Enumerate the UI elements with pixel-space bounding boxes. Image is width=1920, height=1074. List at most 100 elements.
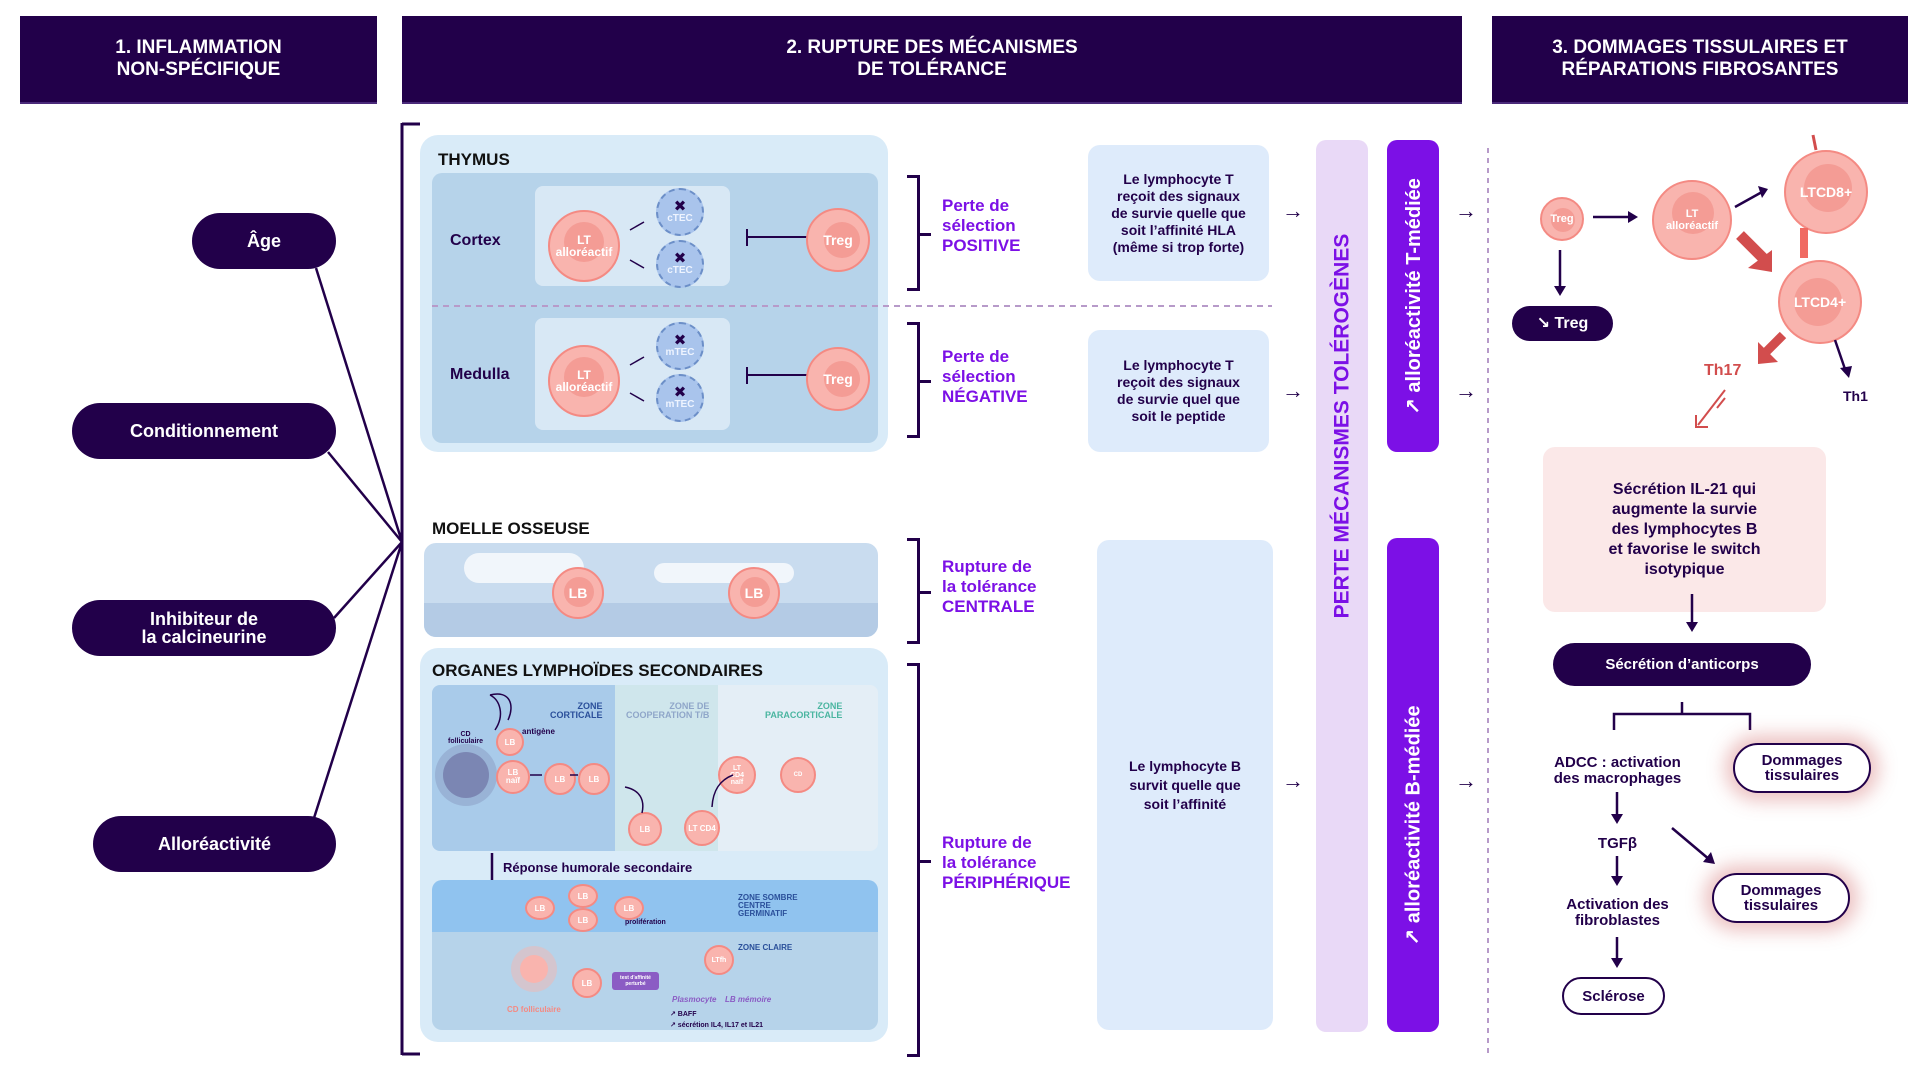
- dommages-t-arrows: [1554, 134, 1852, 409]
- lb-label: LB: [534, 903, 546, 913]
- lb-label: LB: [623, 903, 635, 913]
- desc-t-negative: Le lymphocyte T reçoit des signaux de su…: [1088, 330, 1269, 452]
- baff-label: ↗ BAFF: [670, 1011, 697, 1018]
- treg-medulla: Treg: [806, 347, 870, 411]
- moelle-panel: [424, 543, 878, 637]
- zone-sombre-area: [432, 880, 878, 932]
- cd-folliculaire-small-label: CD folliculaire: [448, 731, 484, 745]
- treg-label: Treg: [823, 232, 853, 248]
- header-inflammation-text: 1. INFLAMMATION NON-SPÉCIFIQUE: [115, 37, 282, 80]
- lb-memoire-label: LB mémoire: [725, 995, 772, 1004]
- treg-label: Treg: [1550, 213, 1574, 225]
- thick-red-arrow: [1736, 231, 1769, 264]
- lt-label: LT alloréactif: [1666, 208, 1718, 232]
- anticorps-split-connector: [1612, 702, 1752, 730]
- bracket-positive: [907, 175, 931, 291]
- lb-label: LB: [588, 774, 600, 784]
- mtec-label: mTEC: [665, 398, 695, 410]
- zone-cooperation-label: ZONE DE COOPERATION T/B: [626, 701, 710, 720]
- lb-prolif-2: LB: [568, 884, 598, 908]
- bar-b-mediee-text: ↗ alloréactivité B-médiée: [1402, 704, 1425, 946]
- line-conditionnement: [327, 451, 403, 543]
- label-perte-selection-positive: Perte de sélection POSITIVE: [942, 196, 1021, 255]
- receptor-icon: [1800, 228, 1808, 258]
- zone-claire-label: ZONE CLAIRE: [738, 943, 793, 952]
- arrow-down-right-icon: [629, 392, 645, 402]
- ltcd4-label: LTCD4+: [1793, 294, 1847, 310]
- lb-naif-label: LB naïf: [505, 768, 521, 785]
- treg-cortex: Treg: [806, 208, 870, 272]
- lt-label: LT alloréactif: [555, 233, 613, 259]
- lb-label: LB: [581, 978, 593, 988]
- lb-prolif-3: LB: [614, 896, 644, 920]
- line-age: [314, 267, 404, 543]
- label-rupture-centrale: Rupture de la tolérance CENTRALE: [942, 557, 1037, 616]
- header-rupture: 2. RUPTURE DES MÉCANISMES DE TOLÉRANCE: [402, 16, 1462, 104]
- lt-cd4-naif-label: LT CD4 naïf: [729, 764, 744, 786]
- lb-label: LB: [504, 737, 516, 747]
- line-alloreactivite: [312, 541, 404, 819]
- bar-b-mediee: ↗ alloréactivité B-médiée: [1387, 538, 1439, 1032]
- arrow-right-icon: →: [1455, 768, 1477, 793]
- moelle-title: MOELLE OSSEUSE: [432, 519, 590, 538]
- il21-box: Sécrétion IL-21 qui augmente la survie d…: [1543, 447, 1826, 612]
- arrow-right-icon: →: [1282, 198, 1304, 223]
- lt-alloreactif-cell: LT alloréactif: [1652, 180, 1732, 260]
- il21-to-anticorps-arrow: [1686, 594, 1698, 632]
- treg-label: Treg: [823, 371, 853, 387]
- header-dommages: 3. DOMMAGES TISSULAIRES ET RÉPARATIONS F…: [1492, 16, 1908, 104]
- tgf-beta-label: TGFβ: [1597, 835, 1638, 852]
- bar-t-mediee-text: ↗ alloréactivité T-médiée: [1402, 177, 1425, 415]
- zone-sombre-label: ZONE SOMBRE CENTRE GERMINATIF: [738, 893, 798, 918]
- adcc-label: ADCC : activation des macrophages: [1553, 754, 1682, 787]
- x-icon: ✖: [673, 331, 687, 349]
- activation-fibroblastes-label: Activation des fibroblastes: [1566, 896, 1669, 929]
- ltfh-label: LTfh: [711, 956, 727, 964]
- arrow-right-icon: →: [1282, 378, 1304, 403]
- lb-label: LB: [744, 585, 764, 601]
- arrow-up-right-icon: [629, 221, 645, 231]
- sclerose-pill: Sclérose: [1562, 977, 1665, 1015]
- factor-inhibiteur-calcineurine: Inhibiteur de la calcineurine: [72, 600, 336, 656]
- cd-cell: CD: [780, 757, 816, 793]
- header-dommages-text: 3. DOMMAGES TISSULAIRES ET RÉPARATIONS F…: [1552, 37, 1848, 80]
- lt-alloreactif-medulla: LT alloréactif: [548, 345, 620, 417]
- lb-cell-1: LB: [552, 567, 604, 619]
- cd-folliculaire-label: CD folliculaire: [507, 1005, 561, 1014]
- x-icon: ✖: [673, 249, 687, 267]
- thin-red-arrow: [1716, 397, 1726, 409]
- cortex-medulla-divider: [432, 305, 1272, 307]
- label-perte-selection-negative: Perte de sélection NÉGATIVE: [942, 347, 1028, 406]
- factor-alloreactivite: Alloréactivité: [93, 816, 336, 872]
- ltfh-cell: LTfh: [704, 945, 734, 975]
- proliferation-label: prolifération: [625, 919, 666, 926]
- lb-antigen-cell: LB: [496, 728, 524, 756]
- bar-perte-mecanismes: PERTE MÉCANISMES TOLÉROGÈNES: [1316, 140, 1368, 1032]
- th1-label: Th1: [1843, 388, 1868, 404]
- dommages-tissulaires-pill-1: Dommages tissulaires: [1733, 743, 1871, 793]
- arrow-up-right-icon: [629, 356, 645, 366]
- lb-label: LB: [639, 824, 651, 834]
- arrow-down-right-icon: [629, 259, 645, 269]
- reponse-humorale-label: Réponse humorale secondaire: [503, 860, 693, 875]
- lt-label: LT alloréactif: [555, 368, 613, 394]
- bar-perte-text: PERTE MÉCANISMES TOLÉROGÈNES: [1330, 233, 1354, 619]
- th17-to-il21-arrow: [1695, 389, 1726, 428]
- section-divider-dashed: [1487, 148, 1489, 1053]
- dommages-tissulaires-pill-2: Dommages tissulaires: [1712, 873, 1850, 923]
- arrow-right-icon: →: [1455, 378, 1477, 403]
- x-icon: ✖: [673, 197, 687, 215]
- label-rupture-peripherique: Rupture de la tolérance PÉRIPHÉRIQUE: [942, 833, 1071, 892]
- treg-decrease-pill: ↘ Treg: [1512, 306, 1613, 341]
- lb-cell-cooperation: LB: [628, 812, 662, 846]
- zone-paracorticale-label: ZONE PARACORTICALE: [765, 701, 843, 720]
- lb-prolif-1: LB: [525, 896, 555, 920]
- factor-connector-lines: [312, 122, 420, 1056]
- ctec-cell-2: ✖cTEC: [656, 240, 704, 288]
- mtec-cell-1: ✖mTEC: [656, 322, 704, 370]
- x-icon: ✖: [673, 383, 687, 401]
- ctec-label: cTEC: [667, 264, 693, 276]
- bracket-centrale: [907, 538, 931, 644]
- cortex-label: Cortex: [450, 232, 501, 249]
- thymus-arrows: [629, 221, 810, 402]
